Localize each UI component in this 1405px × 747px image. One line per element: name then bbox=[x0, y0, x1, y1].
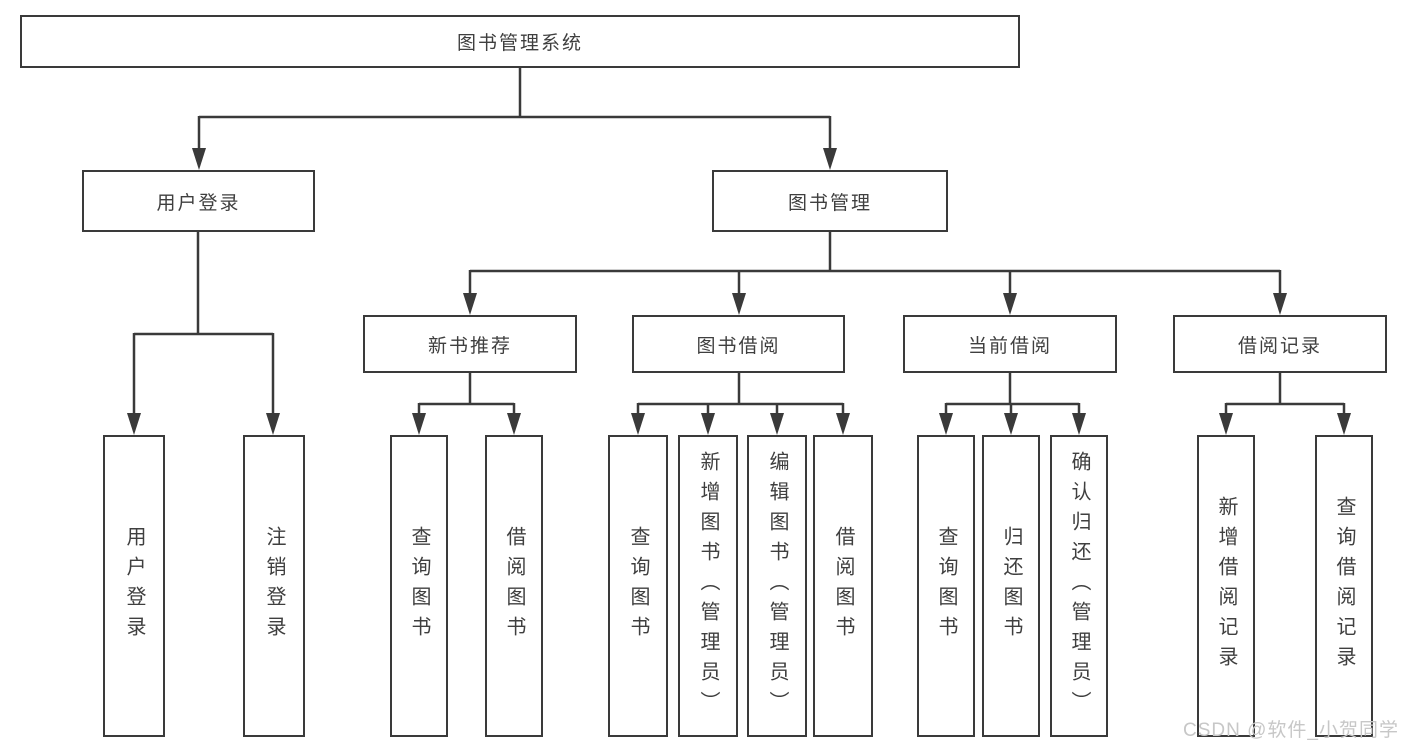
leaf-nb-query-books: 查询图书 bbox=[390, 435, 448, 737]
node-book-borrowing: 图书借阅 bbox=[632, 315, 845, 373]
leaf-nb-borrow-books: 借阅图书 bbox=[485, 435, 543, 737]
node-borrow-records: 借阅记录 bbox=[1173, 315, 1387, 373]
leaf-nb-query-books-label: 查询图书 bbox=[408, 526, 430, 646]
leaf-cb-confirm-return: 确认归还（管理员） bbox=[1050, 435, 1108, 737]
leaf-bb-borrow-books: 借阅图书 bbox=[813, 435, 873, 737]
arrowhead-icons bbox=[127, 148, 1351, 435]
leaf-logout: 注销登录 bbox=[243, 435, 305, 737]
leaf-cb-query-books: 查询图书 bbox=[917, 435, 975, 737]
node-new-book-recommend-label: 新书推荐 bbox=[427, 335, 512, 357]
leaf-bb-add-books: 新增图书（管理员） bbox=[678, 435, 738, 737]
leaf-br-query-record: 查询借阅记录 bbox=[1315, 435, 1373, 737]
node-root-label: 图书管理系统 bbox=[456, 33, 583, 54]
leaf-br-add-record: 新增借阅记录 bbox=[1197, 435, 1255, 737]
node-root: 图书管理系统 bbox=[20, 15, 1020, 68]
node-user-login: 用户登录 bbox=[82, 170, 315, 232]
node-book-management-label: 图书管理 bbox=[787, 192, 872, 214]
node-new-book-recommend: 新书推荐 bbox=[363, 315, 577, 373]
leaf-bb-query-books-label: 查询图书 bbox=[627, 526, 649, 646]
leaf-logout-label: 注销登录 bbox=[263, 526, 285, 646]
leaf-bb-edit-books: 编辑图书（管理员） bbox=[747, 435, 807, 737]
watermark: CSDN @软件_小贺同学 bbox=[1183, 720, 1399, 741]
node-book-management: 图书管理 bbox=[712, 170, 948, 232]
node-book-borrowing-label: 图书借阅 bbox=[696, 335, 781, 357]
leaf-nb-borrow-books-label: 借阅图书 bbox=[503, 526, 525, 646]
leaf-cb-return-books: 归还图书 bbox=[982, 435, 1040, 737]
leaf-bb-add-books-label: 新增图书（管理员） bbox=[697, 451, 719, 721]
node-current-borrowing-label: 当前借阅 bbox=[967, 335, 1052, 357]
node-user-login-label: 用户登录 bbox=[156, 192, 241, 214]
leaf-br-query-record-label: 查询借阅记录 bbox=[1333, 496, 1355, 676]
leaf-user-login-label: 用户登录 bbox=[123, 526, 145, 646]
leaf-user-login: 用户登录 bbox=[103, 435, 165, 737]
leaf-br-add-record-label: 新增借阅记录 bbox=[1215, 496, 1237, 676]
leaf-bb-edit-books-label: 编辑图书（管理员） bbox=[766, 451, 788, 721]
node-current-borrowing: 当前借阅 bbox=[903, 315, 1117, 373]
leaf-cb-return-books-label: 归还图书 bbox=[1000, 526, 1022, 646]
leaf-cb-query-books-label: 查询图书 bbox=[935, 526, 957, 646]
leaf-cb-confirm-return-label: 确认归还（管理员） bbox=[1068, 451, 1090, 721]
leaf-bb-query-books: 查询图书 bbox=[608, 435, 668, 737]
node-borrow-records-label: 借阅记录 bbox=[1237, 335, 1322, 357]
leaf-bb-borrow-books-label: 借阅图书 bbox=[832, 526, 854, 646]
